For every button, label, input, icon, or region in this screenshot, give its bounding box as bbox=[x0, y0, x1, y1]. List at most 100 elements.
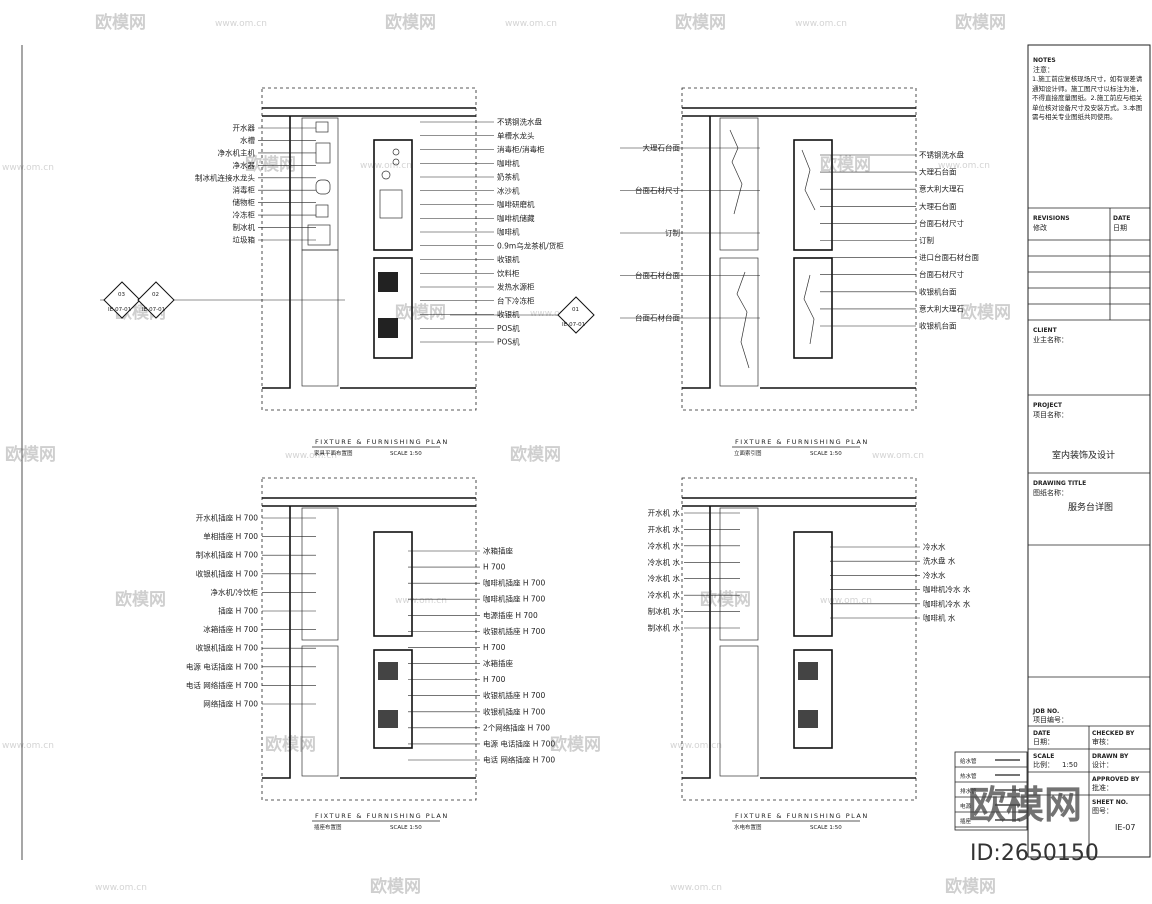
wall bbox=[682, 107, 916, 117]
annotation-label: 咖啡机 bbox=[497, 227, 520, 237]
watermark-brand: 欧模网 bbox=[700, 589, 751, 610]
annotation-label: 制冰机连接水龙头 bbox=[195, 172, 255, 182]
annotation-label: 0.9m乌龙茶机/货柜 bbox=[497, 240, 564, 250]
annotation-label: 大理石台面 bbox=[919, 201, 957, 211]
annotation-label: 冷水机 水 bbox=[648, 590, 681, 600]
annotation-label: 饮料柜 bbox=[497, 268, 520, 278]
annotation-label: 制冰机 水 bbox=[648, 623, 681, 633]
annotation-label: 冷水水 bbox=[923, 570, 946, 580]
annotation-label: 意大利大理石 bbox=[919, 303, 964, 313]
watermark-url: www.om.cn bbox=[820, 596, 872, 606]
annotation-label: 收银机插座 H 700 bbox=[483, 706, 545, 716]
marble-counter bbox=[719, 257, 759, 387]
plan-title: FIXTURE & FURNISHING PLAN bbox=[735, 438, 869, 446]
wall bbox=[682, 497, 916, 507]
callout-num: 01 bbox=[572, 307, 579, 313]
annotation-label: 净水机主机 bbox=[218, 147, 256, 157]
wall bbox=[262, 116, 291, 389]
legend-label: 排水管 bbox=[960, 787, 977, 795]
callout-num: 03 bbox=[118, 292, 125, 298]
service-counter bbox=[793, 531, 833, 637]
annotation-label: 咖啡机储藏 bbox=[497, 213, 535, 223]
annotation-label: 冰沙机 bbox=[497, 185, 520, 195]
watermark-url: www.om.cn bbox=[938, 161, 990, 171]
plan-scale: SCALE 1:50 bbox=[390, 451, 422, 457]
annotation-label: 电源插座 H 700 bbox=[483, 610, 538, 620]
annotation-label: 咖啡机插座 H 700 bbox=[483, 594, 545, 604]
annotation-label: 单相插座 H 700 bbox=[203, 531, 258, 541]
label-column-right: 不锈钢洗水盘单槽水龙头消毒柜/消毒柜咖啡机奶茶机冰沙机咖啡研磨机咖啡机储藏咖啡机… bbox=[420, 117, 564, 347]
date-cn: 日期 bbox=[1113, 224, 1127, 232]
service-counter bbox=[793, 257, 833, 359]
watermark-brand: 欧模网 bbox=[5, 444, 56, 465]
watermark-brand: 欧模网 bbox=[550, 734, 601, 755]
annotation-label: 台面石材台面 bbox=[635, 270, 680, 280]
annotation-label: 咖啡机冷水 水 bbox=[923, 584, 971, 594]
watermark-large-brand: 欧模网 bbox=[968, 783, 1082, 827]
annotation-label: 意大利大理石 bbox=[919, 184, 964, 194]
annotation-label: 台面石材尺寸 bbox=[635, 185, 680, 195]
annotation-label: 储物柜 bbox=[233, 197, 256, 207]
cabinet bbox=[307, 224, 331, 246]
label-column-right: 不锈钢洗水盘大理石台面意大利大理石大理石台面台面石材尺寸订制进口台面石材台面台面… bbox=[820, 150, 979, 331]
legend-label: 给水管 bbox=[960, 757, 977, 765]
checked-label: CHECKED BY bbox=[1092, 730, 1135, 737]
service-counter bbox=[373, 649, 413, 749]
sheet-value: IE-07 bbox=[1115, 823, 1135, 832]
wall bbox=[262, 506, 291, 779]
annotation-label: 不锈钢洗水盘 bbox=[497, 117, 542, 127]
service-counter bbox=[793, 139, 833, 251]
watermark-brand: 欧模网 bbox=[385, 12, 436, 33]
ice-machine bbox=[315, 204, 329, 218]
project-cn: 项目名称： bbox=[1033, 410, 1068, 419]
plan-furnishing: 03 IE-07-01 02 IE-07-01 01 IE-07-01 开水器水… bbox=[100, 87, 595, 457]
watermark-url: www.om.cn bbox=[2, 741, 54, 751]
sink bbox=[315, 142, 331, 164]
pos-machine bbox=[798, 662, 818, 680]
annotation-label: 冷冻柜 bbox=[233, 210, 256, 220]
notes-heading: NOTES bbox=[1033, 57, 1056, 64]
callout-marker[interactable] bbox=[137, 281, 175, 319]
title-block-frame bbox=[1027, 44, 1151, 858]
plan-frame bbox=[681, 87, 917, 411]
plan-scale: SCALE 1:50 bbox=[390, 825, 422, 831]
watermark-url: www.om.cn bbox=[285, 451, 337, 461]
wall bbox=[262, 497, 476, 507]
revisions-label: REVISIONS bbox=[1033, 215, 1070, 222]
watermark-url: www.om.cn bbox=[95, 883, 147, 893]
notes-label: 注意： bbox=[1033, 65, 1054, 74]
annotation-label: 咖啡研磨机 bbox=[497, 199, 535, 209]
annotation-label: 消毒柜/消毒柜 bbox=[497, 144, 545, 154]
callout-ref: IE-07-01 bbox=[142, 307, 165, 313]
scale-label: SCALE bbox=[1033, 753, 1054, 760]
annotation-label: 净水机/冷饮柜 bbox=[210, 587, 258, 597]
approved-label: APPROVED BY bbox=[1092, 776, 1140, 783]
callout-marker[interactable] bbox=[557, 296, 595, 334]
callout-group: 03 IE-07-01 02 IE-07-01 01 IE-07-01 bbox=[100, 281, 595, 334]
annotation-label: 冰箱插座 H 700 bbox=[203, 624, 258, 634]
annotation-label: 咖啡机 bbox=[497, 158, 520, 168]
annotation-label: 进口台面石材台面 bbox=[919, 252, 979, 262]
plan-subtitle: 插座布置图 bbox=[314, 823, 342, 831]
marble-vein bbox=[729, 129, 750, 369]
watermark-id: ID:2650150 bbox=[970, 841, 1099, 866]
annotation-label: 电源 电话插座 H 700 bbox=[483, 738, 555, 748]
pos-machine bbox=[378, 710, 398, 728]
annotation-label: 冷水机 水 bbox=[648, 557, 681, 567]
annotation-label: 发热水源柜 bbox=[497, 282, 535, 292]
annotation-label: H 700 bbox=[483, 563, 506, 572]
notes-body: 1.施工前应复核现场尺寸，如有误差请通知设计师。施工图尺寸以标注为准，不得直接度… bbox=[1032, 75, 1143, 121]
back-counter bbox=[301, 117, 339, 251]
service-counter bbox=[373, 257, 413, 359]
annotation-label: 台面石材尺寸 bbox=[919, 218, 964, 228]
legend-box bbox=[954, 751, 1028, 831]
annotation-label: 电源 电话插座 H 700 bbox=[186, 661, 258, 671]
watermark-url: www.om.cn bbox=[505, 19, 557, 29]
client-cn: 业主名称： bbox=[1033, 335, 1068, 344]
annotation-label: 净水器 bbox=[233, 160, 256, 170]
annotation-label: 2个网络插座 H 700 bbox=[483, 722, 550, 732]
annotation-label: 制冰机插座 H 700 bbox=[196, 550, 258, 560]
